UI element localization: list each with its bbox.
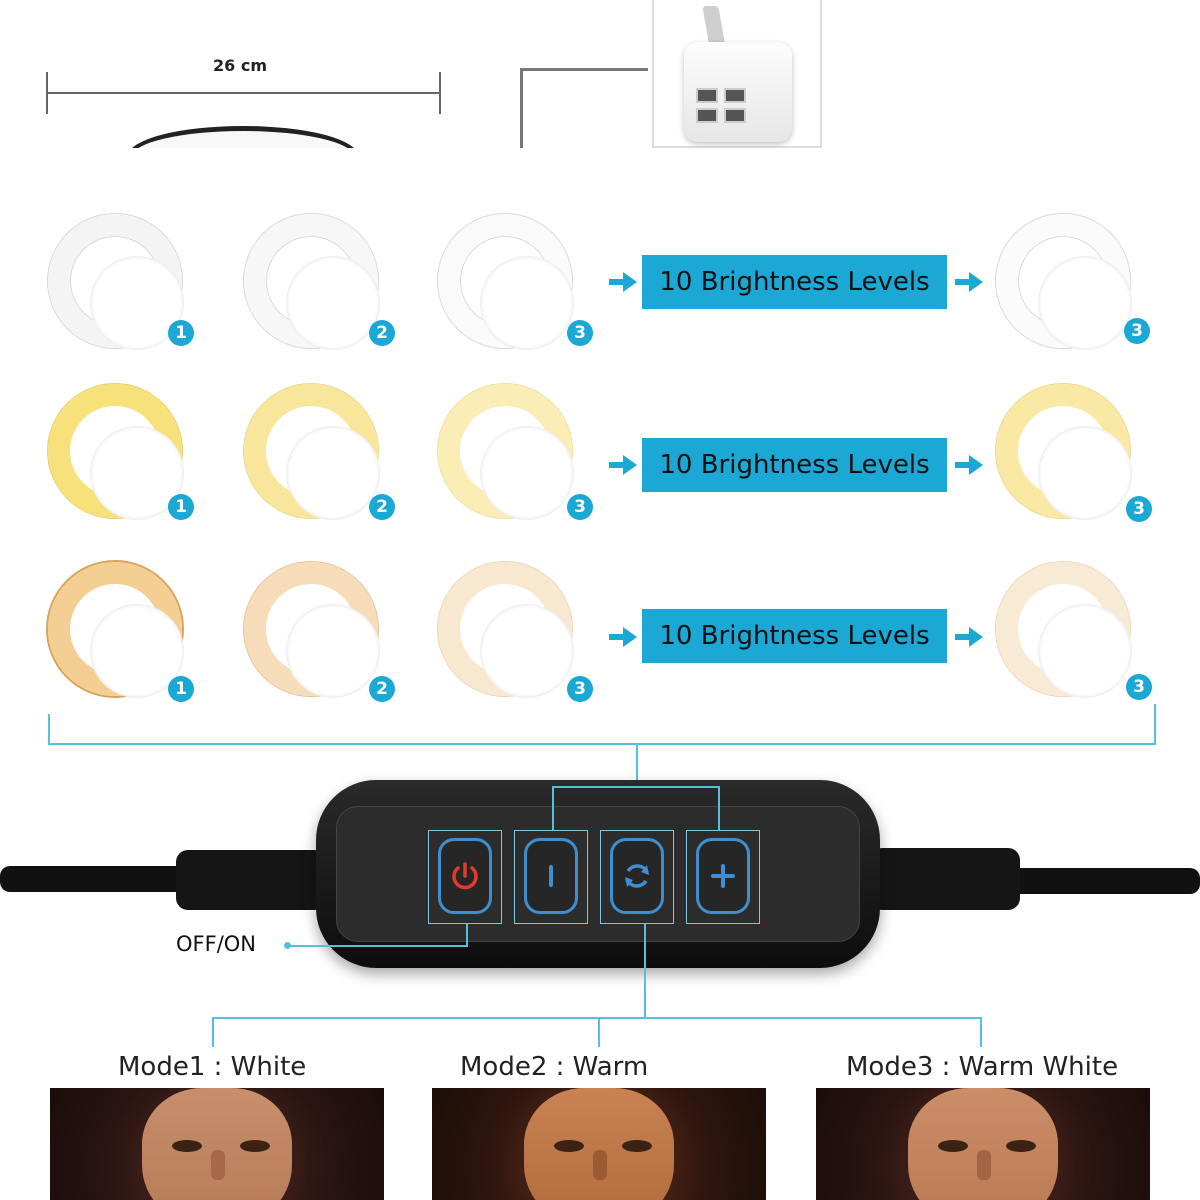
mode-1-label: Mode1 : White xyxy=(118,1052,307,1082)
level-badge: 3 xyxy=(567,320,593,346)
usb-port-icon xyxy=(696,108,718,123)
usb-plug-image xyxy=(652,0,822,148)
arrow-right-icon xyxy=(955,272,983,292)
usb-port-icon xyxy=(696,88,718,103)
ring-white-level-1 xyxy=(48,214,184,350)
level-badge: 3 xyxy=(1126,496,1152,522)
dimension-tick-right xyxy=(439,72,441,114)
dimension-tick-left xyxy=(46,72,48,114)
brightness-levels-label: 10 Brightness Levels xyxy=(642,255,947,309)
level-badge: 3 xyxy=(1124,318,1150,344)
mode-3-photo xyxy=(816,1088,1150,1200)
connector-line xyxy=(980,1017,982,1047)
connector-line xyxy=(212,1017,982,1019)
connector-line xyxy=(598,1017,600,1047)
connector-line xyxy=(644,924,646,1018)
connector-line xyxy=(1154,704,1156,744)
connector-line xyxy=(212,1017,214,1047)
connector-line xyxy=(552,786,720,788)
cycle-icon xyxy=(625,864,649,888)
arrow-right-icon xyxy=(955,455,983,475)
level-badge: 3 xyxy=(567,676,593,702)
mode-cycle-button[interactable] xyxy=(610,838,664,914)
offon-label: OFF/ON xyxy=(176,932,257,956)
callout-dot xyxy=(284,942,291,949)
connector-line xyxy=(466,924,468,947)
brightness-levels-label: 10 Brightness Levels xyxy=(642,438,947,492)
power-button-frame xyxy=(428,830,502,924)
strain-relief-left xyxy=(176,850,326,910)
mode-1-photo xyxy=(50,1088,384,1200)
cable-left xyxy=(0,866,190,892)
arrow-right-icon xyxy=(955,627,983,647)
brightness-up-button[interactable] xyxy=(696,838,750,914)
level-badge: 3 xyxy=(567,494,593,520)
connector-line xyxy=(48,743,1156,745)
ring-warmwhite-level-max xyxy=(996,562,1132,698)
power-button[interactable] xyxy=(438,838,492,914)
arrow-right-icon xyxy=(609,627,637,647)
callout-line xyxy=(520,68,648,71)
level-badge: 2 xyxy=(369,494,395,520)
connector-line xyxy=(552,786,554,830)
ring-warm-level-3 xyxy=(438,384,574,520)
mode-2-photo xyxy=(432,1088,766,1200)
ring-warmwhite-level-1 xyxy=(48,562,184,698)
connector-line xyxy=(48,714,50,744)
ring-warmwhite-level-2 xyxy=(244,562,380,698)
plus-button-frame xyxy=(686,830,760,924)
power-icon xyxy=(452,862,478,890)
brightness-down-button[interactable] xyxy=(524,838,578,914)
mode-3-label: Mode3 : Warm White xyxy=(846,1052,1119,1082)
ring-warm-level-max xyxy=(996,384,1132,520)
plus-icon xyxy=(711,864,735,888)
ring-white-level-3 xyxy=(438,214,574,350)
strain-relief-right xyxy=(870,848,1020,910)
level-badge: 1 xyxy=(168,320,194,346)
level-badge: 1 xyxy=(168,676,194,702)
usb-port-icon xyxy=(724,108,746,123)
minus-icon xyxy=(549,865,553,887)
content-panel xyxy=(0,148,1200,1200)
ring-warmwhite-level-3 xyxy=(438,562,574,698)
ring-white-level-2 xyxy=(244,214,380,350)
controller-face xyxy=(336,806,860,942)
level-badge: 2 xyxy=(369,320,395,346)
connector-line xyxy=(718,786,720,830)
ring-diameter-label: 26 cm xyxy=(213,56,267,75)
level-badge: 1 xyxy=(168,494,194,520)
brightness-levels-label: 10 Brightness Levels xyxy=(642,609,947,663)
connector-line xyxy=(636,744,638,784)
ring-warm-level-2 xyxy=(244,384,380,520)
plug-body xyxy=(684,42,792,142)
ring-white-level-max xyxy=(996,214,1132,350)
connector-line xyxy=(290,945,468,947)
cable-right xyxy=(1010,868,1200,894)
callout-line-vertical xyxy=(520,68,523,148)
dimension-line xyxy=(48,92,440,94)
arrow-right-icon xyxy=(609,455,637,475)
mode-button-frame xyxy=(600,830,674,924)
arrow-right-icon xyxy=(609,272,637,292)
ring-warm-level-1 xyxy=(48,384,184,520)
minus-button-frame xyxy=(514,830,588,924)
mode-2-label: Mode2 : Warm xyxy=(460,1052,649,1082)
level-badge: 3 xyxy=(1126,674,1152,700)
level-badge: 2 xyxy=(369,676,395,702)
usb-port-icon xyxy=(724,88,746,103)
